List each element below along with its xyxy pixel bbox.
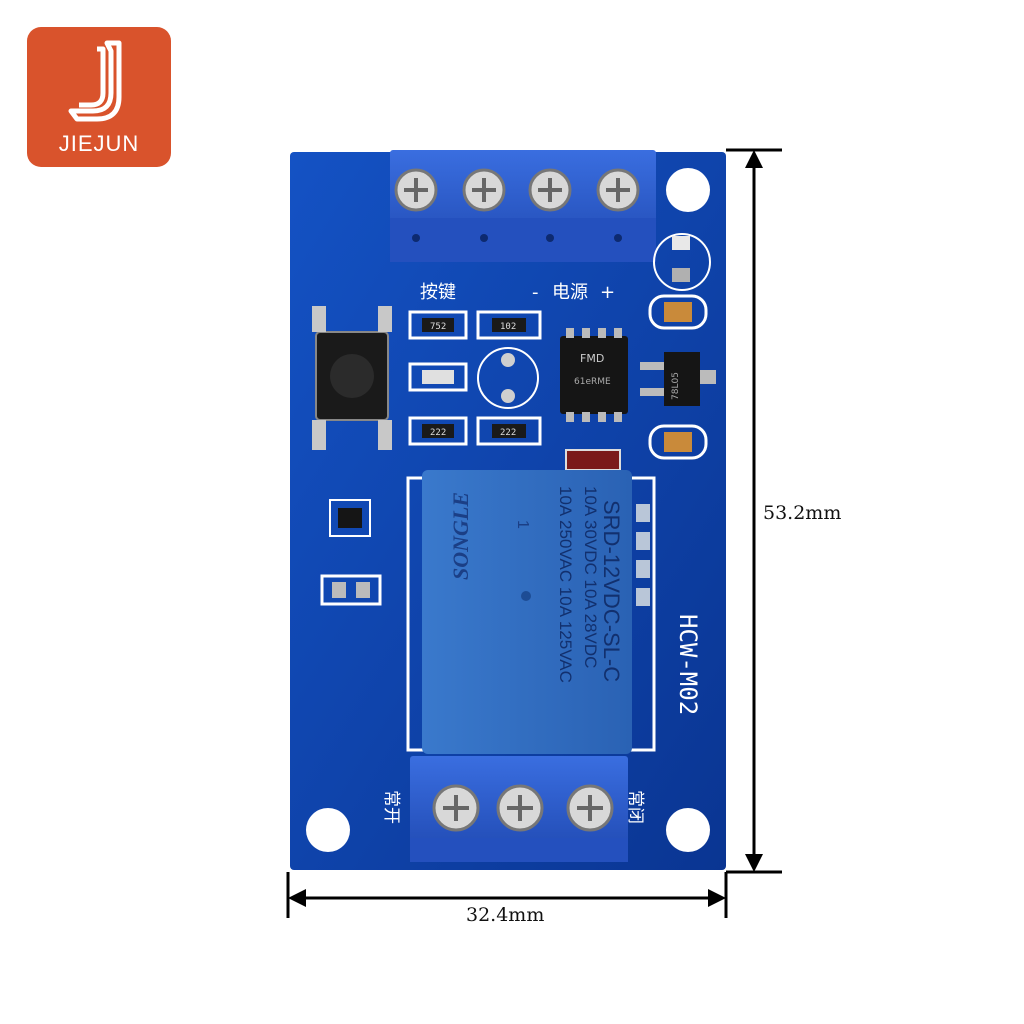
resistor-code: 222 [500, 428, 516, 438]
bottom-terminal-block [410, 756, 628, 862]
width-dimension-line [286, 872, 728, 918]
regulator-label: 78L05 [671, 372, 681, 400]
led-component [672, 268, 690, 282]
ic-label: FMD [580, 352, 604, 365]
smd-pad [332, 582, 346, 598]
capacitor-pad [501, 353, 515, 367]
relay-pin-mark: 1 [514, 520, 531, 529]
width-dimension-label: 32.4mm [466, 904, 545, 926]
label-plus: + [600, 282, 615, 303]
voltage-regulator [640, 352, 716, 406]
smd-pad [320, 574, 382, 606]
mounting-hole [666, 808, 710, 852]
ic-sub-label: 61eRME [574, 377, 611, 387]
led-component [672, 236, 690, 250]
label-normally-open: 常开 [381, 790, 401, 824]
logo-j-icon [68, 40, 122, 122]
resistor-code: 102 [500, 322, 516, 332]
top-terminal-block [390, 150, 656, 262]
resistor-code: 222 [430, 428, 446, 438]
resistor-code: 752 [430, 322, 446, 332]
smd-capacitor [664, 302, 692, 322]
relay-rating-2: 10A 30VDC 10A 28VDC [581, 486, 600, 668]
ic-chip [560, 328, 628, 422]
label-normally-closed: 常闭 [625, 790, 645, 824]
relay-rating-1: 10A 250VAC 10A 125VAC [556, 486, 575, 683]
diode [565, 449, 621, 471]
height-dimension-label: 53.2mm [763, 502, 842, 524]
transistor [329, 499, 371, 537]
mounting-hole [666, 168, 710, 212]
relay [406, 470, 656, 754]
capacitor-pad [501, 389, 515, 403]
label-minus: - [532, 282, 539, 303]
label-power: 电源 [552, 282, 588, 303]
label-button: 按键 [420, 282, 456, 303]
logo-text: JIEJUN [58, 131, 140, 156]
height-dimension-line [726, 148, 782, 874]
smd-capacitor [664, 432, 692, 452]
mounting-hole [306, 808, 350, 852]
smd-resistors [408, 310, 542, 446]
board-model: HCW-M02 [674, 614, 702, 715]
capacitor-footprint [477, 347, 539, 409]
smd-capacitor [648, 294, 708, 330]
brand-logo: JIEJUN [27, 27, 171, 167]
relay-brand: SONGLE [448, 492, 473, 580]
push-button [312, 306, 392, 450]
relay-model: SRD-12VDC-SL-C [599, 500, 624, 682]
smd-capacitor [648, 424, 708, 460]
smd-pad [356, 582, 370, 598]
led-marker [653, 233, 711, 291]
